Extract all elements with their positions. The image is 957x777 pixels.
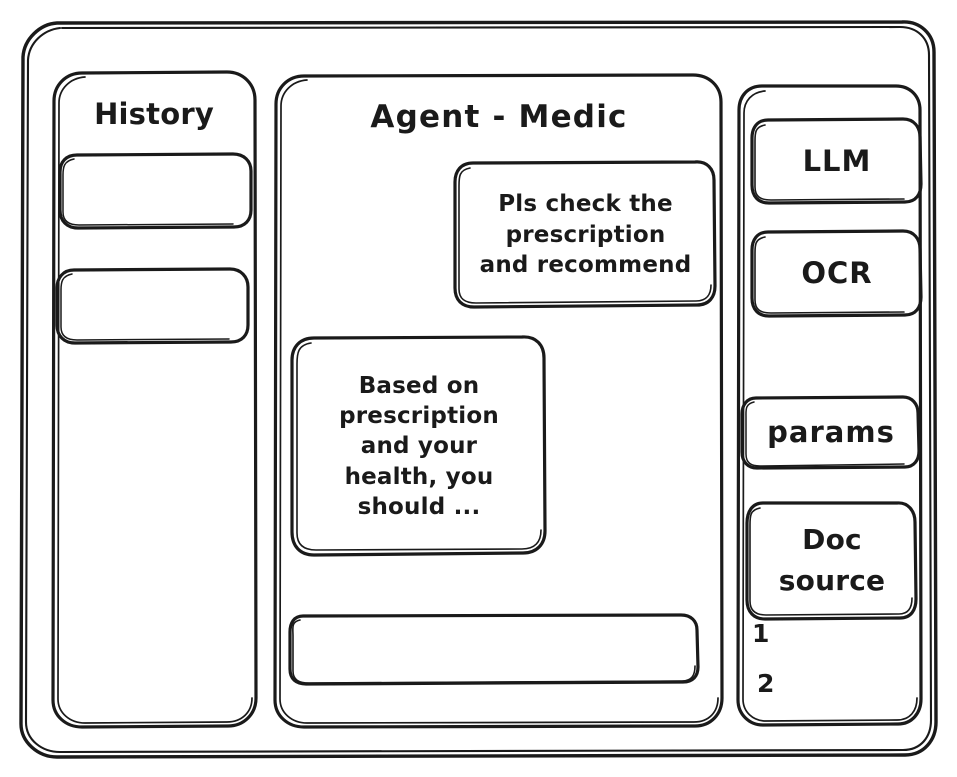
doc-source-item-1[interactable]: 1: [752, 619, 770, 648]
doc-source-outline-second: [749, 507, 913, 616]
history-panel-title: History: [94, 97, 214, 132]
history-item-1-outline: [58, 152, 253, 230]
assistant-bubble-outline-second: [296, 342, 542, 551]
llm-button-outline: [750, 117, 923, 205]
doc-source-label: Doc source: [778, 523, 886, 597]
window-frame-outline-second: [24, 25, 933, 754]
history-item-2-outline: [55, 267, 250, 345]
ocr-button-outline-second: [754, 236, 905, 314]
assistant-message-text: Based on prescription and your health, y…: [339, 372, 499, 521]
composer-outline: [288, 613, 700, 686]
doc-source-outline: [745, 501, 918, 621]
llm-button-outline-second: [754, 124, 905, 201]
ocr-button-outline: [750, 229, 923, 318]
assistant-bubble-outline: [290, 335, 547, 557]
composer-outline-second: [292, 619, 696, 684]
agent-panel-outline: [273, 73, 724, 729]
history-item-1-outline-second: [62, 158, 234, 226]
tool-button-llm-label: LLM: [802, 143, 872, 178]
tools-panel-outline-second: [742, 90, 918, 722]
tool-button-params-label: params: [767, 415, 895, 450]
agent-panel-title: Agent - Medic: [370, 99, 628, 136]
tool-button-ocr-label: OCR: [801, 256, 873, 291]
history-item-1-label: [57, 154, 252, 229]
params-button-outline: [740, 395, 921, 470]
composer-input-value: [306, 615, 686, 685]
history-item-2-label: [57, 269, 249, 344]
doc-source-item-2[interactable]: 2: [757, 669, 775, 698]
history-item-2-outline-second: [60, 273, 230, 341]
window-frame-outline: [19, 20, 938, 759]
params-button-outline-second: [745, 401, 905, 467]
user-message-text: Pls check the prescription and recommend: [479, 191, 692, 279]
agent-panel-outline-second: [279, 79, 719, 724]
user-bubble-outline: [453, 160, 717, 309]
history-panel-outline-second: [57, 76, 253, 724]
user-bubble-outline-second: [458, 167, 712, 304]
tools-panel-outline: [736, 84, 923, 727]
history-panel-outline: [51, 70, 258, 729]
